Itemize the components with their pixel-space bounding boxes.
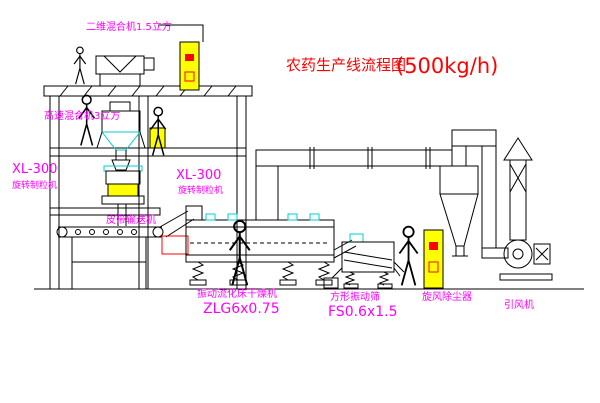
label-leader-line	[158, 24, 204, 42]
dryer-vibration-mounts	[205, 213, 320, 221]
screen-springs	[344, 271, 390, 286]
screen-outlet-left	[331, 267, 343, 279]
main-horizontal-duct	[255, 149, 461, 167]
screen-decks	[343, 251, 393, 269]
downcomer-pipe	[481, 145, 497, 249]
duct-flanges	[309, 147, 431, 169]
conveyor-chute	[159, 210, 195, 238]
cabinet-text-mark	[185, 54, 194, 61]
label-fan: 引风机	[504, 298, 534, 311]
riser-duct	[255, 165, 279, 221]
conveyor-legs	[71, 237, 147, 289]
mixer-top-motor	[109, 101, 131, 112]
label-screen-name: 方形振动筛	[330, 290, 380, 303]
dryer-feed-inlet	[185, 205, 203, 221]
cyclone-cylinder	[439, 165, 479, 195]
label-belt-conveyor: 皮带输送机	[106, 213, 156, 226]
exhaust-duct	[255, 147, 461, 221]
stack-cap	[503, 137, 533, 161]
cyclone-outlet-piping	[451, 129, 509, 259]
label-granulator-mid: 旋转制粒机	[178, 184, 223, 196]
column-left	[49, 95, 60, 290]
worker-figure-roof	[73, 46, 87, 85]
floor-slab-3	[49, 207, 161, 216]
worker-figure-ground-right	[398, 225, 419, 287]
dryer-springs	[189, 261, 333, 286]
stack-brace	[509, 163, 527, 193]
cabinet-text-mark	[429, 242, 438, 250]
fan-base	[499, 273, 553, 281]
outlet-elbow-horizontal	[451, 129, 497, 147]
label-high-speed-mixer: 高速混合机3立方	[44, 109, 120, 122]
cyclone-discharge	[455, 245, 465, 257]
cyclone	[439, 165, 479, 257]
fan-motor	[533, 243, 551, 265]
high-speed-mixer	[96, 101, 146, 160]
belt-conveyor	[56, 210, 195, 289]
two-d-mixer	[95, 24, 204, 86]
induced-draft-fan	[499, 137, 553, 281]
screen-collect-bin	[323, 277, 339, 289]
floor-slab-2	[49, 147, 247, 157]
cyclone-cone	[439, 193, 479, 247]
label-xl300-mid: XL-300	[176, 168, 221, 183]
feed-hopper-highlight	[161, 235, 189, 255]
label-dryer-name: 振动流化床干燥机	[197, 287, 277, 300]
discharge-chute	[117, 204, 127, 226]
diagram-title: 农药生产线流程图	[286, 56, 406, 74]
diagram-title-capacity: (500kg/h)	[396, 54, 498, 78]
label-granulator-left: 旋转制粒机	[12, 179, 57, 191]
granulator-yellow-band	[107, 183, 139, 197]
cabinet-indicator	[428, 261, 439, 273]
label-top-mixer: 二维混合机1.5立方	[86, 20, 172, 33]
mixer-cone	[100, 131, 142, 151]
fan-inlet-duct	[481, 247, 509, 259]
screen-inlet	[349, 233, 364, 243]
control-cabinet-ground	[423, 229, 444, 289]
label-screen-model: FS0.6x1.5	[328, 304, 398, 320]
vibrating-screen	[323, 233, 405, 289]
cabinet-indicator	[184, 71, 195, 82]
screen-outlet-right	[393, 261, 405, 277]
exhaust-stack	[509, 159, 527, 241]
label-xl300-left: XL-300	[12, 162, 57, 177]
mixer-motor	[143, 57, 155, 71]
control-cabinet-roof	[179, 41, 200, 91]
granulator	[101, 159, 145, 226]
building-frame	[34, 85, 584, 290]
dryer-discharge-chute	[333, 239, 357, 259]
beam-hatch	[59, 85, 237, 97]
roof-beam	[43, 85, 253, 97]
worker-figure-ground-left	[228, 219, 251, 287]
fan-volute	[503, 239, 533, 269]
label-cyclone: 旋风除尘器	[422, 290, 472, 303]
label-dryer-model: ZLG6x0.75	[203, 301, 280, 317]
